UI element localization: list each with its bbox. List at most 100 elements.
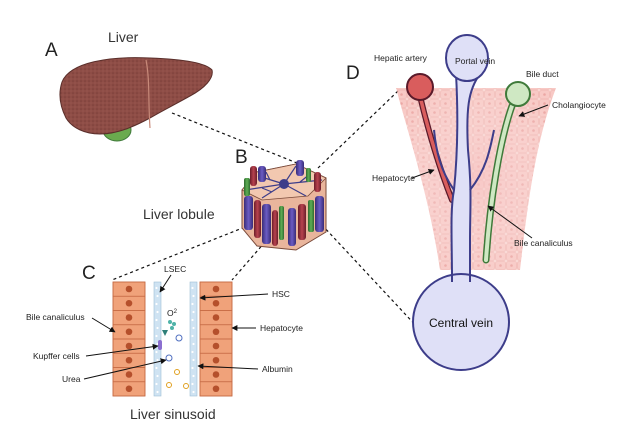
panel-d: D Hepatic artery Portal vein Bile duct C…	[346, 34, 606, 371]
hepatic-artery-head	[406, 73, 434, 101]
hepatocyte-column-left	[112, 281, 146, 397]
hepatocyte-nucleus	[212, 342, 220, 350]
central-vein-label: Central vein	[429, 316, 493, 330]
lobule-central-vein	[279, 179, 289, 189]
kupffer-label: Kupffer cells	[33, 351, 80, 361]
albumin-molecule	[174, 369, 180, 375]
lsec-fenestra	[156, 390, 159, 394]
hepatocyte-cell	[199, 381, 233, 397]
bile-duct-cylinder	[279, 206, 284, 240]
liver-ligament	[145, 59, 151, 129]
hepatic-artery-cylinder	[298, 204, 306, 240]
lsec-fenestra	[191, 286, 194, 290]
lsec-fenestra	[191, 382, 194, 386]
lsec-fenestra	[155, 382, 158, 386]
panel-label-c: C	[82, 263, 96, 284]
lsec-layer-left	[153, 281, 162, 397]
hepatocyte-label-d: Hepatocyte	[372, 173, 415, 183]
liver-illustration	[59, 57, 213, 142]
bile-duct-label: Bile duct	[526, 69, 559, 79]
albumin-molecule	[166, 382, 172, 388]
lsec-fenestra	[192, 294, 195, 298]
lsec-fenestra	[192, 374, 195, 378]
hepatocyte-nucleus	[125, 385, 133, 393]
lsec-fenestra	[156, 358, 159, 362]
panel-c: C Liver sinusoid O2 LSEC HSC	[26, 263, 303, 422]
bile-duct-cylinder	[306, 168, 311, 182]
hepatocyte-nucleus	[125, 314, 133, 321]
hepatocyte-nucleus	[212, 328, 220, 336]
lsec-fenestra	[191, 366, 194, 370]
hepatocyte-label-c: Hepatocyte	[260, 323, 303, 333]
hepatocyte-nucleus	[125, 356, 133, 364]
albumin-molecule	[183, 383, 189, 389]
lobule-title: Liver lobule	[143, 206, 215, 222]
hepatocyte-nucleus	[125, 299, 133, 307]
albumin-label: Albumin	[262, 364, 293, 374]
portal-vein-label: Portal vein	[455, 56, 495, 66]
kupffer-cell	[158, 340, 162, 350]
hepatocyte-cell	[112, 381, 146, 397]
lsec-fenestra	[191, 334, 194, 338]
panel-label-a: A	[45, 40, 58, 61]
molecule-blue	[175, 334, 183, 342]
hepatocyte-column-right	[199, 281, 233, 397]
hepatocyte-nucleus	[125, 342, 133, 350]
lsec-fenestra	[192, 358, 195, 362]
panel-label-d: D	[346, 63, 360, 84]
lsec-fenestra	[155, 318, 158, 322]
connector-lobule-d-top	[317, 90, 399, 169]
lsec-fenestra	[156, 294, 159, 298]
lsec-layer-right	[189, 281, 198, 397]
portal-vein-cylinder	[244, 196, 253, 230]
portal-vein-head	[445, 34, 489, 82]
lsec-fenestra	[156, 326, 159, 330]
hepatic-artery-cylinder	[250, 166, 257, 186]
portal-vein-cylinder	[296, 160, 304, 176]
liver-shape	[59, 57, 213, 135]
connector-lobule-d-bottom	[321, 224, 421, 331]
portal-vein-cylinder	[315, 196, 324, 232]
hepatic-artery-cylinder	[272, 210, 278, 246]
lsec-fenestra	[191, 318, 194, 322]
liver-title: Liver	[108, 29, 139, 45]
bile-duct-cylinder	[308, 200, 314, 232]
lsec-label: LSEC	[164, 264, 186, 274]
lsec-fenestra	[192, 326, 195, 330]
hepatocyte-nucleus	[212, 285, 220, 293]
hepatocyte-nucleus	[212, 371, 220, 378]
panel-label-b: B	[235, 147, 248, 168]
central-vein-shape	[412, 273, 510, 371]
bile-duct-cylinder	[244, 178, 250, 196]
hepatic-artery-label: Hepatic artery	[374, 53, 428, 63]
portal-vein-cylinder	[262, 204, 271, 244]
lsec-fenestra	[156, 310, 159, 314]
bile-canaliculus-label-d: Bile canaliculus	[514, 238, 573, 248]
hepatocyte-nucleus	[212, 299, 220, 307]
portal-vein-cylinder	[288, 208, 296, 246]
hepatocyte-nucleus	[125, 371, 133, 378]
lobule-illustration	[241, 160, 327, 251]
lsec-fenestra	[191, 350, 194, 354]
connector-lobule-c-left	[111, 224, 251, 281]
urea-molecule	[165, 354, 173, 362]
hsc-label: HSC	[272, 289, 290, 299]
lsec-fenestra	[155, 334, 158, 338]
hepatocyte-nucleus	[125, 328, 133, 336]
lsec-fenestra	[192, 390, 195, 394]
panel-a: A Liver	[45, 29, 213, 142]
hepatic-artery-cylinder	[254, 200, 261, 238]
lsec-fenestra	[155, 366, 158, 370]
urea-label: Urea	[62, 374, 81, 384]
connector-liver-lobule	[171, 112, 298, 164]
hepatocyte-nucleus	[212, 314, 220, 321]
hepatic-artery-cylinder	[314, 172, 321, 192]
portal-vein-cylinder	[258, 166, 266, 182]
lsec-fenestra	[192, 310, 195, 314]
o2-label: O2	[167, 308, 178, 318]
lsec-fenestra	[191, 302, 194, 306]
sinusoid-title: Liver sinusoid	[130, 406, 216, 422]
connector-lobule-c-right	[231, 241, 266, 281]
hepatocyte-nucleus	[125, 285, 133, 293]
